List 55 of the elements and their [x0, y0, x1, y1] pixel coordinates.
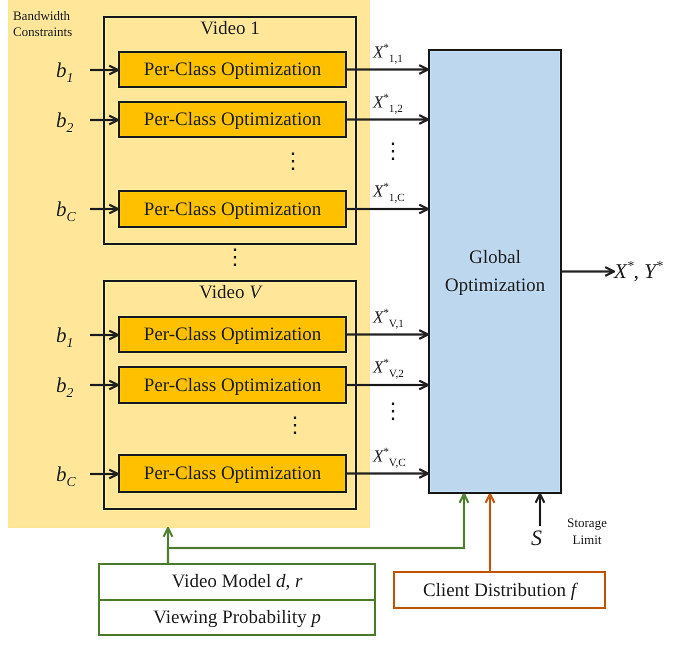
process-box	[118, 101, 347, 138]
arrow	[484, 492, 496, 571]
input-box	[393, 571, 606, 609]
variable-label: X$^{*}$, Y$^{*}$	[614, 253, 673, 279]
node-label: Video Model d, r	[170, 570, 304, 594]
arrow	[347, 114, 430, 125]
process-box	[118, 454, 347, 493]
process-box	[428, 49, 562, 494]
ellipsis-mark: ⋮	[282, 150, 304, 172]
arrow	[90, 330, 120, 340]
group-box	[103, 280, 357, 510]
variable-label: b$_{1}$	[56, 57, 90, 83]
arrow	[90, 114, 120, 126]
node-label: Per-Class Optimization	[142, 198, 322, 222]
arrow	[347, 329, 430, 340]
group-box	[103, 16, 357, 245]
arrow	[347, 204, 430, 214]
variable-label: b$_{C}$	[56, 461, 90, 487]
node-label: Viewing Probability p	[100, 598, 374, 634]
variable-label: b$_{2}$	[56, 107, 90, 133]
variable-label: b$_{2}$	[56, 372, 90, 398]
node-label: Per-Class Optimization	[142, 374, 322, 398]
arrow	[562, 266, 616, 277]
arrow	[90, 468, 120, 480]
panel-heading: Bandwidth Constraints	[13, 8, 74, 40]
arrow	[90, 64, 120, 76]
node-label: Per-Class Optimization	[142, 58, 322, 82]
arrow	[90, 204, 120, 214]
node-label: Client Distribution f	[422, 578, 580, 602]
arrow	[90, 380, 120, 390]
node-label: Per-Class Optimization	[142, 108, 322, 132]
ellipsis-mark: ⋮	[382, 400, 404, 422]
node-label: Global Optimization	[444, 246, 546, 298]
beside-label: Storage Limit	[566, 514, 608, 548]
variable-label: S	[531, 526, 551, 550]
arrow	[347, 380, 430, 390]
process-box	[118, 316, 347, 353]
arrow	[347, 64, 430, 75]
variable-label: b$_{1}$	[56, 322, 90, 348]
variable-label: b$_{C}$	[56, 196, 90, 222]
input-box	[98, 563, 376, 636]
node-label: Per-Class Optimization	[142, 322, 322, 346]
process-box	[118, 190, 347, 228]
arrow	[347, 468, 430, 479]
ellipsis-mark: ⋮	[382, 140, 404, 162]
arrow	[166, 492, 470, 563]
arrow	[534, 492, 546, 526]
panel-background	[8, 0, 370, 528]
box-title: Video V	[198, 282, 264, 304]
process-box	[118, 366, 347, 404]
ellipsis-mark: ⋮	[224, 246, 246, 268]
box-title: Video 1	[199, 18, 261, 40]
process-box	[118, 51, 347, 88]
ellipsis-mark: ⋮	[284, 414, 306, 436]
node-label: Per-Class Optimization	[142, 462, 322, 486]
